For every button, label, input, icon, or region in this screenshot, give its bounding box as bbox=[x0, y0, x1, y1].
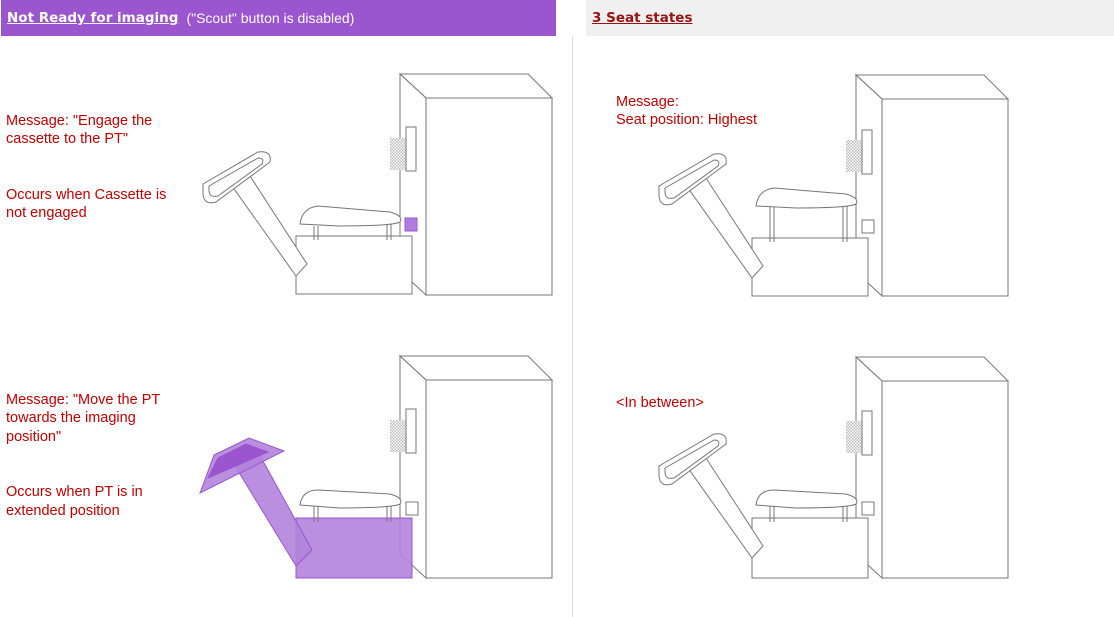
msg-in-between: <In between> bbox=[616, 375, 816, 431]
machine-bottom-right bbox=[658, 355, 1010, 580]
header-right-title: 3 Seat states bbox=[592, 10, 693, 26]
msg-seat-highest: Message: Seat position: Highest bbox=[616, 74, 816, 148]
column-divider bbox=[572, 36, 573, 617]
msg-engage-cassette: Message: "Engage the cassette to the PT"… bbox=[6, 93, 186, 241]
msg-seat-highest-text: Message: Seat position: Highest bbox=[616, 93, 758, 129]
header-left-subtitle: ("Scout" button is disabled) bbox=[186, 10, 355, 26]
machine-top-right bbox=[658, 73, 1010, 298]
msg-in-between-text: <In between> bbox=[616, 394, 704, 411]
header-seat-states: 3 Seat states bbox=[586, 0, 1114, 36]
msg-move-occurs: Occurs when PT is in extended position bbox=[6, 484, 143, 519]
pt-extended-highlight bbox=[199, 437, 413, 579]
msg-move-pt: Message: "Move the PT towards the imagin… bbox=[6, 372, 176, 539]
machine-bottom-left bbox=[390, 354, 554, 580]
header-left-title: Not Ready for imaging bbox=[7, 10, 179, 26]
msg-move-text: Message: "Move the PT towards the imagin… bbox=[6, 391, 160, 445]
machine-top-left bbox=[202, 72, 554, 297]
msg-engage-text: Message: "Engage the cassette to the PT" bbox=[6, 112, 153, 148]
msg-engage-occurs: Occurs when Cassette is not engaged bbox=[6, 186, 167, 222]
cassette-indicator-icon bbox=[404, 217, 418, 232]
header-not-ready: Not Ready for imaging ("Scout" button is… bbox=[1, 0, 556, 36]
